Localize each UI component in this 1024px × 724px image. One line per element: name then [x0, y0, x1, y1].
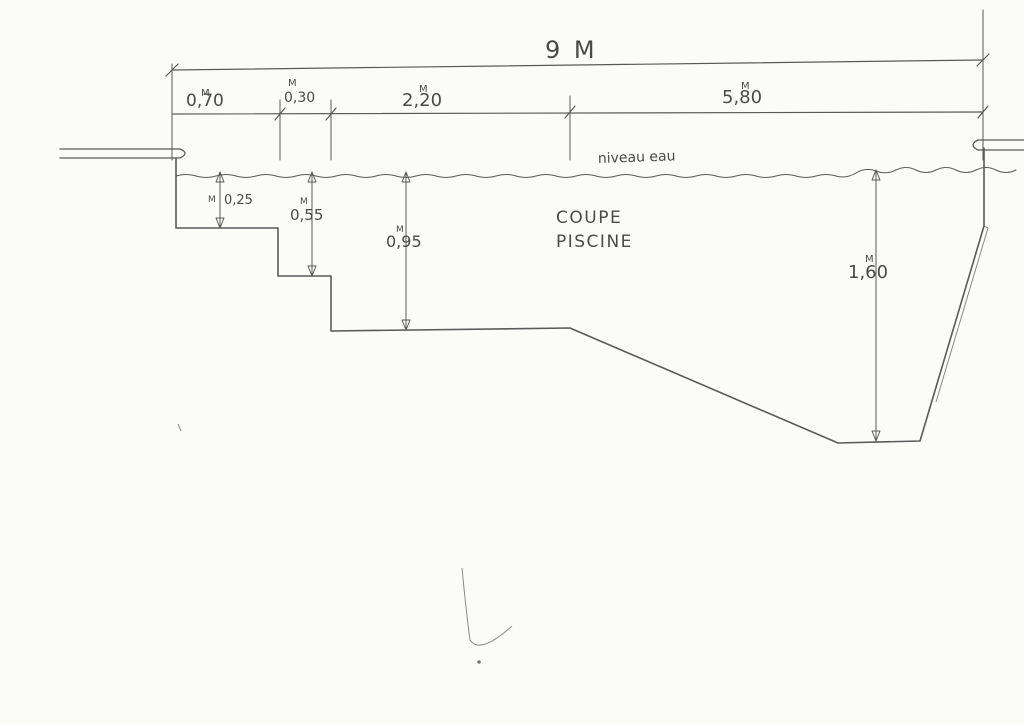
- stray-pencil-mark: [461, 567, 513, 646]
- stray-pencil-tick: [177, 423, 182, 432]
- water-surface-line: [175, 167, 1017, 178]
- svg-text:2,20: 2,20: [402, 90, 442, 111]
- segment-label-0-30: 0,30 M: [284, 78, 315, 106]
- svg-text:0,55: 0,55: [290, 206, 323, 224]
- svg-text:5,80: 5,80: [722, 87, 762, 108]
- total-dimension-line: [165, 9, 990, 161]
- water-level-label: niveau eau: [598, 148, 676, 167]
- svg-text:M: M: [288, 78, 297, 89]
- svg-text:M: M: [396, 225, 404, 235]
- segment-label-0-70: 0,70 M: [186, 88, 224, 111]
- drawing-title-line1: COUPE: [556, 208, 622, 228]
- svg-text:M: M: [741, 81, 750, 92]
- svg-text:M: M: [419, 84, 428, 95]
- svg-text:0,70: 0,70: [186, 91, 224, 111]
- segment-label-5-80: 5,80 M: [722, 81, 762, 108]
- depth-label-0-25: 0,25 M: [208, 193, 253, 208]
- stray-pencil-dot: [477, 660, 481, 664]
- svg-text:1,60: 1,60: [848, 262, 888, 283]
- segment-label-2-20: 2,20 M: [402, 84, 442, 111]
- depth-arrow-0-55: [307, 171, 317, 277]
- depth-arrow-0-25: [215, 171, 225, 229]
- svg-text:0,25: 0,25: [224, 193, 253, 208]
- svg-text:M: M: [201, 88, 210, 99]
- depth-label-0-95: 0,95 M: [386, 225, 422, 251]
- total-width-label: 9 M: [545, 36, 598, 64]
- drawing-title-line2: PISCINE: [556, 232, 633, 252]
- svg-text:0,95: 0,95: [386, 232, 422, 251]
- depth-arrow-0-95: [401, 171, 411, 331]
- depth-label-1-60: 1,60 M: [848, 254, 888, 283]
- right-coping: [972, 139, 1024, 151]
- svg-text:0,30: 0,30: [284, 90, 315, 106]
- pool-wall-shadow: [935, 225, 989, 403]
- svg-text:M: M: [865, 254, 874, 265]
- svg-text:M: M: [300, 197, 308, 207]
- segment-dimension-line: [171, 95, 989, 161]
- svg-text:M: M: [208, 195, 216, 205]
- depth-arrow-1-60: [871, 169, 881, 442]
- left-coping: [59, 148, 186, 159]
- depth-label-0-55: 0,55 M: [290, 197, 323, 224]
- pool-profile-outline: [175, 147, 985, 444]
